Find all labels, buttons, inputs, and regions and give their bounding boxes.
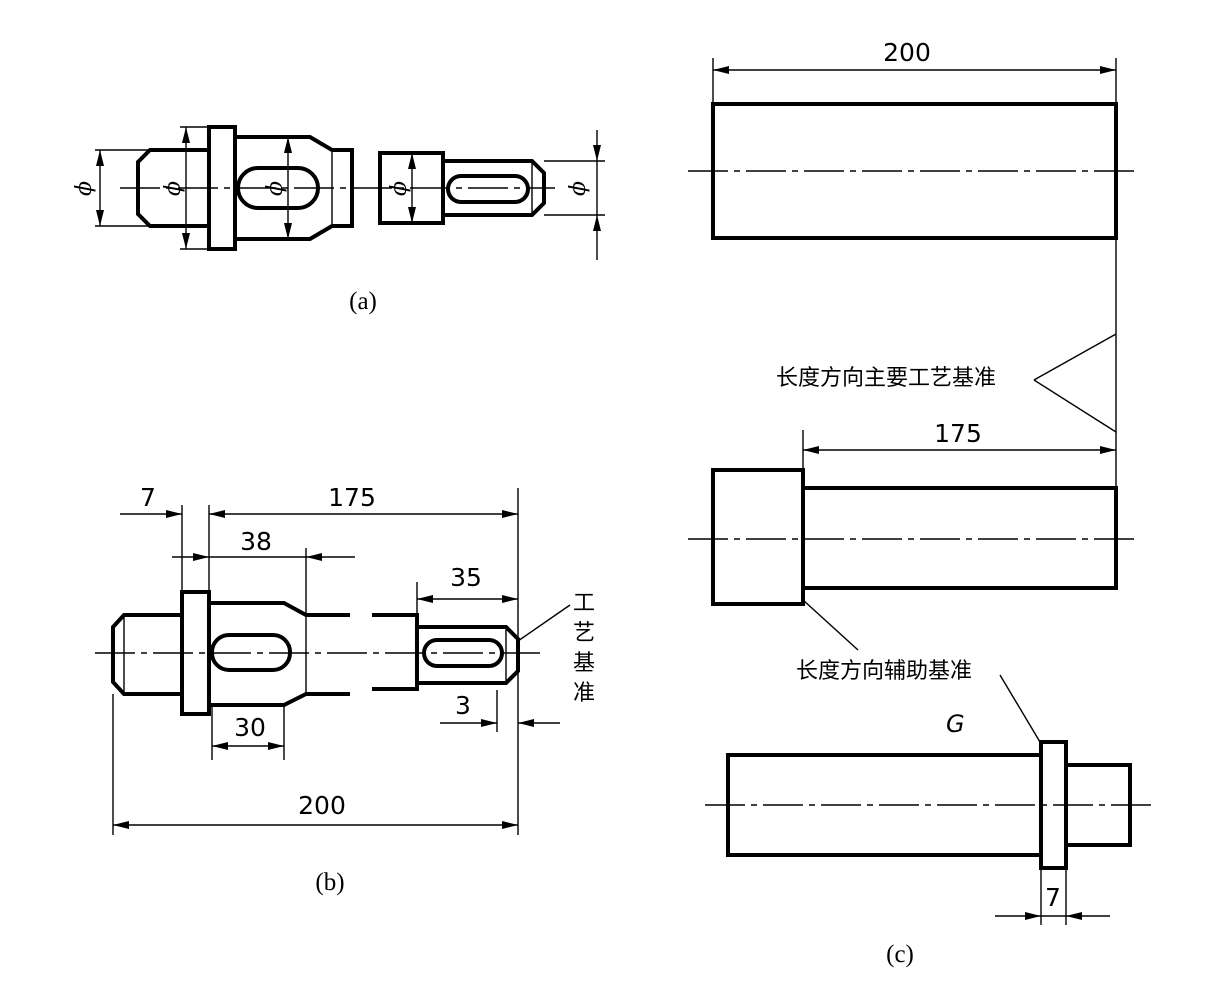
keyway-right <box>446 174 530 204</box>
dim-35: 35 <box>450 563 482 592</box>
phi-label: ϕ <box>387 181 412 196</box>
phi-label: ϕ <box>72 181 97 196</box>
collar <box>207 125 237 251</box>
dim-175: 175 <box>328 483 376 512</box>
shaft-body <box>235 135 354 241</box>
keyway <box>236 166 320 210</box>
caption-b: (b) <box>315 869 344 896</box>
collar <box>180 590 211 716</box>
head <box>711 468 805 606</box>
keyway-right <box>422 638 504 668</box>
shaft-section <box>372 613 419 691</box>
shaft-left-end <box>111 613 182 696</box>
dim-7: 7 <box>140 483 156 512</box>
surface-label-g: G <box>946 710 965 738</box>
caption-c: (c) <box>886 941 914 968</box>
dim-200: 200 <box>298 791 346 820</box>
datum-leader <box>517 604 571 642</box>
datum-char: 艺 <box>573 621 595 646</box>
keyway <box>210 633 292 672</box>
shaft-left-end <box>136 148 209 228</box>
datum-char: 工 <box>573 591 595 616</box>
figure-a: ϕ ϕ ϕ ϕ ϕ (a) <box>72 125 605 315</box>
dim-200: 200 <box>883 38 931 67</box>
dim-30: 30 <box>234 713 266 742</box>
phi-label: ϕ <box>161 181 186 196</box>
dim-38: 38 <box>240 527 272 556</box>
shaft-body <box>209 601 350 707</box>
datum-char: 基 <box>573 651 595 676</box>
caption-a: (a) <box>349 288 377 315</box>
phi-label: ϕ <box>263 181 288 196</box>
phi-label: ϕ <box>566 181 591 196</box>
dim-175: 175 <box>934 419 982 448</box>
dim-7: 7 <box>1045 883 1061 912</box>
datum-char: 准 <box>573 681 595 706</box>
aux-datum-leader <box>802 599 859 651</box>
primary-datum-label: 长度方向主要工艺基准 <box>776 366 996 391</box>
figure-b: 7 175 38 35 3 30 200 工 艺 基 <box>95 483 595 896</box>
stem <box>801 486 1118 590</box>
figure-c: 200 长度方向主要工艺基准 175 长度方向辅助基准 G 7 (c) <box>688 38 1155 968</box>
aux-datum-label: 长度方向辅助基准 <box>796 659 972 684</box>
dim-3: 3 <box>455 691 471 720</box>
shaft-right-end <box>443 159 546 217</box>
